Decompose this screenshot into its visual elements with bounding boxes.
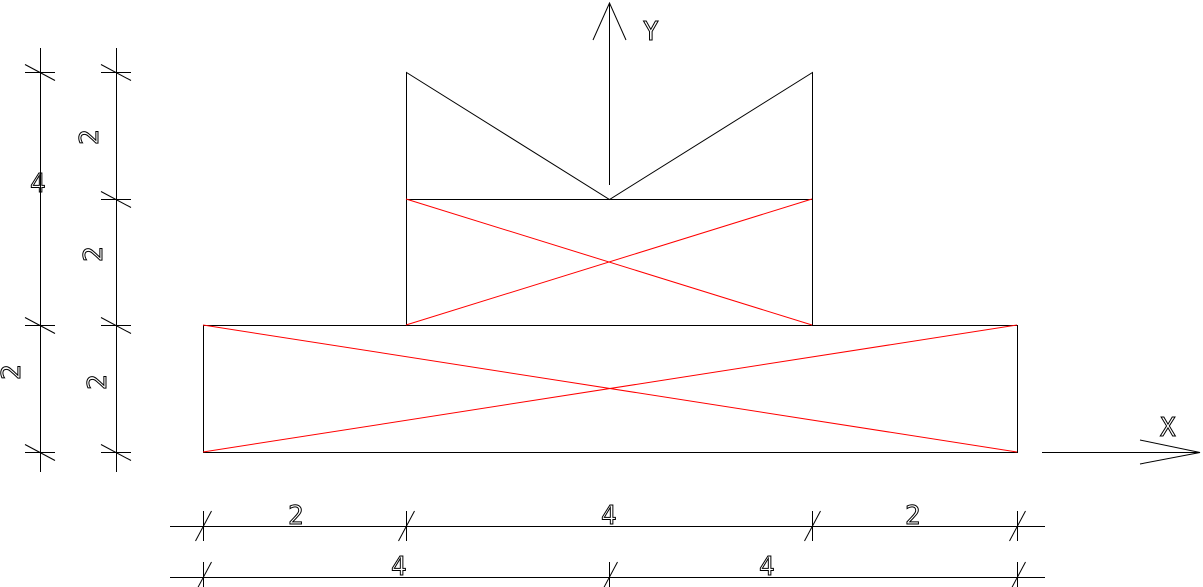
dim-tick [100,444,132,461]
dimension-lines [24,48,1045,587]
diagonals [202,198,1018,453]
upper-diagonal-2 [405,198,813,326]
dim-left-inner-3: 2 [83,374,113,390]
dim-bottom2-2: 4 [759,552,775,582]
y-arrow-icon [592,1,627,41]
dim-left-outer-2: 2 [0,364,27,380]
dim-tick [603,561,618,587]
dim-tick [24,317,56,334]
dim-left-inner-1: 2 [75,129,105,145]
v-top [406,71,813,201]
dim-bottom2-1: 4 [391,552,407,582]
y-axis: Y [592,1,660,185]
dim-tick [1011,561,1026,587]
dim-bottom1-3: 2 [905,501,921,531]
lower-diagonal-2 [202,324,1018,453]
dim-tick [1009,510,1026,542]
dim-bottom1-2: 4 [601,501,617,531]
dim-tick [197,561,212,587]
dim-tick [804,510,821,542]
x-arrow-icon [1139,439,1201,465]
dim-tick [195,510,212,542]
dim-tick [100,191,132,208]
shape-outline [203,71,1018,453]
dim-tick [24,64,56,81]
x-axis-label: X [1160,413,1176,443]
dim-tick [398,510,415,542]
y-axis-label: Y [643,17,659,47]
dim-tick [100,317,132,334]
dim-tick [100,64,132,81]
dim-left-inner-2: 2 [79,246,109,262]
dim-left-outer-1: 4 [30,169,46,199]
x-axis: X [1042,413,1201,465]
dim-bottom1-1: 2 [288,501,304,531]
dim-tick [24,444,56,461]
